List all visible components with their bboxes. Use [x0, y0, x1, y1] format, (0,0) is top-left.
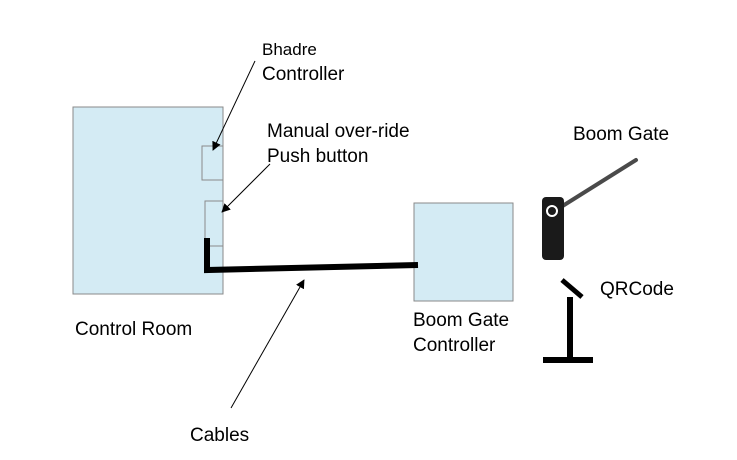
bhadre-controller-box: [201, 145, 224, 181]
boom-gate-label: Boom Gate: [573, 124, 669, 145]
boom-gate-controller-box: [413, 202, 514, 302]
cable-line: [204, 238, 419, 274]
cables-arrow: [230, 279, 305, 409]
cables-label: Cables: [190, 425, 249, 446]
manual-override-label: Manual over-ride: [267, 121, 410, 142]
bhadre-label: Bhadre: [262, 40, 317, 59]
qrcode-label: QRCode: [600, 279, 674, 300]
boom-gate-arm: [551, 158, 638, 214]
push-button-arrow: [221, 163, 271, 213]
qrcode-reader-head: [560, 278, 584, 299]
push-button-label: Push button: [267, 146, 368, 167]
boom-gate-controller-label-line2: Controller: [413, 335, 496, 356]
boom-gate-pivot-icon: [546, 205, 558, 217]
bhadre-controller-arrow: [212, 60, 256, 151]
control-room-box: [72, 106, 224, 295]
controller-label: Controller: [262, 64, 345, 85]
control-room-label: Control Room: [75, 319, 192, 340]
boom-gate-controller-label-line1: Boom Gate: [413, 310, 509, 331]
manual-override-button-box: [204, 200, 224, 247]
